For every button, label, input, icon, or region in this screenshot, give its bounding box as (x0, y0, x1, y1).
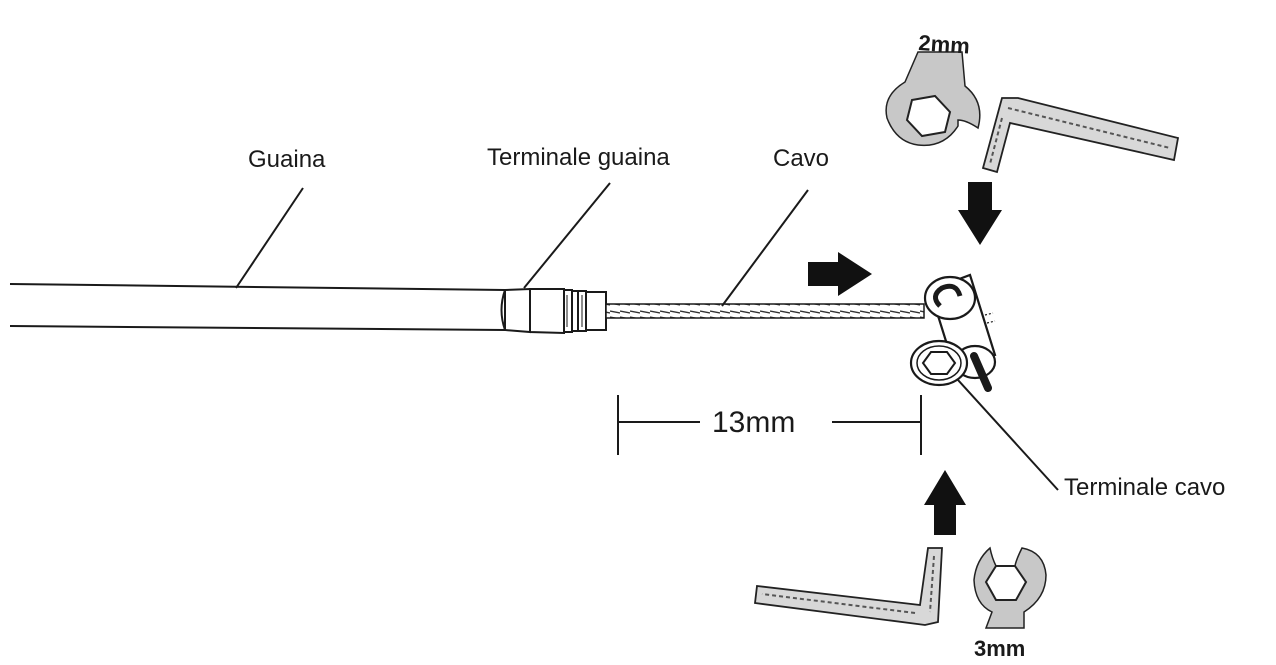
hex-socket-screw-icon (921, 351, 957, 375)
open-end-wrench-icon (885, 51, 981, 147)
arrow-icon (958, 182, 1002, 245)
leader-sheath-terminal (523, 182, 611, 289)
open-end-wrench-icon (973, 546, 1047, 629)
label-measurement: 13mm (712, 406, 795, 439)
label-cable: Cavo (773, 145, 829, 172)
bottom-tools (754, 546, 1047, 629)
leader-lines (235, 182, 1059, 491)
label-wrench-top-size: 2mm (918, 30, 971, 59)
label-cable-terminal: Terminale cavo (1064, 474, 1225, 501)
cable (605, 303, 925, 319)
leader-cable (721, 189, 809, 307)
arrows (808, 182, 1002, 535)
arrow-icon (924, 470, 966, 535)
sheath-terminal (504, 287, 607, 335)
label-wrench-bottom-size: 3mm (974, 636, 1025, 661)
hex-key-icon (754, 547, 943, 626)
leader-cable-terminal (957, 379, 1059, 491)
arrow-icon (808, 252, 872, 296)
cable-terminal (909, 273, 997, 392)
sheath (9, 283, 506, 331)
top-tools (885, 51, 1180, 174)
dimension-13mm (617, 395, 922, 455)
label-sheath: Guaina (248, 146, 326, 173)
label-sheath-terminal: Terminale guaina (487, 144, 670, 171)
leader-sheath (235, 187, 304, 289)
hex-key-icon (981, 97, 1180, 174)
